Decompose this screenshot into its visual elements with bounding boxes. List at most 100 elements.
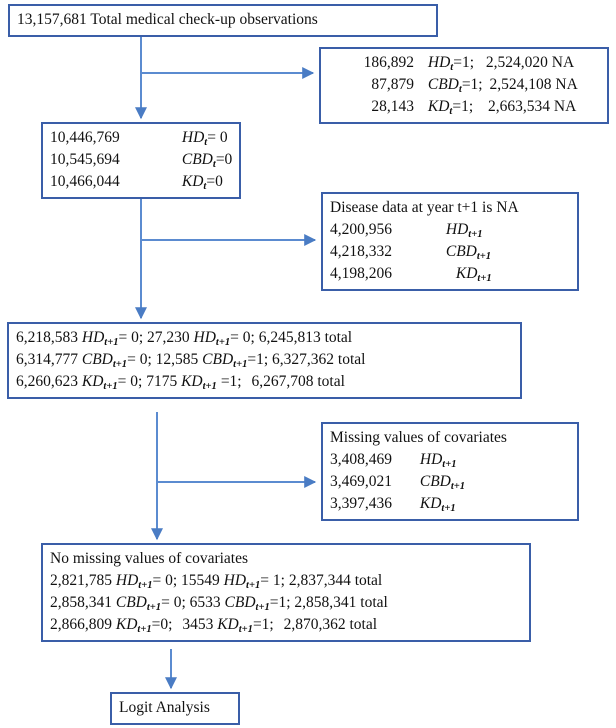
variable-name: CBD: [427, 76, 459, 93]
count-positive: 6533: [189, 594, 221, 611]
equality-expression-positive: =1;: [247, 351, 269, 368]
node-logit-analysis: Logit Analysis: [110, 692, 240, 725]
total-value: 6,245,813 total: [258, 329, 353, 346]
variable-subscript: t+1: [103, 380, 118, 392]
total-value: 6,327,362 total: [272, 351, 366, 368]
node-excluded-followup-na: Disease data at year t+1 is NA 4,200,956…: [321, 192, 579, 291]
variable-subscript: t+1: [112, 358, 128, 370]
variable-name: CBD: [81, 351, 113, 368]
variable-subscript: t+1: [202, 380, 217, 392]
node-complete-cases: No missing values of covariates 2,821,78…: [41, 543, 531, 642]
count-value: 4,198,206: [330, 265, 392, 282]
variable-subscript: t+1: [442, 458, 457, 470]
na-count: 2,524,020 NA: [485, 54, 575, 71]
variable-label: CBDt: [418, 74, 462, 96]
equality-expression-positive: =1;: [220, 373, 242, 390]
variable-name: HD: [223, 572, 247, 589]
count-value: 10,545,694: [50, 151, 120, 168]
count-value: 10,446,769: [50, 129, 120, 146]
variable-label: HDt: [158, 127, 207, 149]
equality-expression-positive: = 0;: [230, 329, 255, 346]
variable-name: CBD: [181, 151, 213, 168]
followup-na-row: 4,198,206 KDt+1: [330, 263, 570, 285]
count-value: 87,879: [371, 76, 414, 93]
variable-label: KDt+1: [412, 493, 456, 515]
variable-subscript: t+1: [233, 358, 248, 370]
complete-cases-row: 2,821,785 HDt+1= 0; 15549 HDt+1= 1; 2,83…: [50, 570, 522, 592]
variable-label: HDt+1: [412, 449, 457, 471]
variable-name: HD: [419, 451, 443, 468]
equality-expression: =1;: [461, 76, 483, 93]
variable-name: HD: [427, 54, 451, 71]
variable-name: KD: [81, 373, 104, 390]
variable-label: KDt+1: [217, 616, 253, 635]
equality-expression-positive: =1;: [252, 616, 274, 633]
equality-expression: =0: [206, 173, 223, 190]
variable-subscript: t+1: [441, 502, 456, 514]
complete-cases-heading: No missing values of covariates: [50, 550, 249, 567]
count-negative: 2,821,785: [50, 572, 112, 589]
variable-subscript: t: [203, 180, 207, 192]
variable-label: HDt+1: [223, 572, 261, 591]
count-negative: 2,858,341: [50, 594, 112, 611]
na-count: 2,524,108 NA: [489, 76, 578, 93]
equality-expression-negative: = 0;: [127, 351, 152, 368]
variable-name: HD: [115, 572, 139, 589]
variable-name: CBD: [224, 594, 256, 611]
count-value: 3,397,436: [330, 495, 392, 512]
count-value: 4,200,956: [330, 221, 392, 238]
excluded-baseline-row: 87,879 CBDt=1; 2,524,108 NA: [328, 74, 600, 96]
equality-expression-positive: =1;: [269, 594, 291, 611]
variable-label: CBDt+1: [412, 241, 491, 263]
variable-subscript: t+1: [476, 250, 492, 262]
count-positive: 27,230: [147, 329, 190, 346]
count-value: 28,143: [371, 98, 414, 115]
count-positive: 3453: [182, 616, 214, 633]
variable-subscript: t: [450, 61, 454, 73]
variable-name: KD: [115, 616, 138, 633]
variable-label: KDt+1: [181, 373, 217, 392]
variable-name: KD: [181, 373, 203, 390]
missing-covariates-row: 3,469,021 CBDt+1: [330, 471, 570, 493]
missing-covariates-row: 3,397,436 KDt+1: [330, 493, 570, 515]
missing-covariates-row: 3,408,469 HDt+1: [330, 449, 570, 471]
variable-subscript: t: [212, 158, 216, 170]
variable-name: HD: [445, 221, 469, 238]
variable-label: HDt+1: [194, 329, 231, 348]
count-value: 186,892: [363, 54, 414, 71]
variable-label: KDt+1: [115, 616, 152, 635]
node-disease-free-baseline: 10,446,769 HDt= 0 10,545,694 CBDt=0 10,4…: [41, 122, 241, 199]
count-value: 3,408,469: [330, 451, 392, 468]
logit-analysis-text: Logit Analysis: [119, 699, 210, 716]
variable-label: CBDt+1: [412, 471, 465, 493]
variable-label: HDt: [418, 52, 453, 74]
count-negative: 2,866,809: [50, 616, 112, 633]
variable-subscript: t: [458, 83, 462, 95]
missing-covariates-heading: Missing values of covariates: [330, 429, 507, 446]
total-value: 2,837,344 total: [288, 572, 383, 589]
followup-outcome-row: 6,314,777 CBDt+1= 0; 12,585 CBDt+1=1; 6,…: [16, 349, 513, 371]
variable-label: KDt: [158, 171, 206, 193]
variable-name: KD: [427, 98, 450, 115]
followup-na-heading: Disease data at year t+1 is NA: [330, 199, 519, 216]
variable-label: HDt+1: [115, 572, 153, 591]
complete-cases-row: 2,858,341 CBDt+1= 0; 6533 CBDt+1=1; 2,85…: [50, 592, 522, 614]
count-value: 3,469,021: [330, 473, 392, 490]
variable-label: CBDt+1: [224, 594, 270, 613]
variable-subscript: t+1: [468, 228, 483, 240]
variable-subscript: t+1: [477, 272, 492, 284]
equality-expression-negative: = 0;: [118, 329, 144, 346]
count-positive: 12,585: [155, 351, 199, 368]
variable-label: KDt+1: [412, 263, 492, 285]
equality-expression-positive: = 1;: [260, 572, 285, 589]
count-value: 4,218,332: [330, 243, 392, 260]
count-positive: 7175: [146, 373, 178, 390]
count-negative: 6,260,623: [16, 373, 78, 390]
variable-subscript: t+1: [146, 601, 162, 613]
variable-subscript: t+1: [246, 579, 261, 591]
variable-name: CBD: [115, 594, 147, 611]
variable-subscript: t+1: [255, 601, 270, 613]
equality-expression-negative: = 0;: [117, 373, 143, 390]
variable-subscript: t+1: [215, 336, 231, 348]
variable-label: KDt: [418, 96, 452, 118]
